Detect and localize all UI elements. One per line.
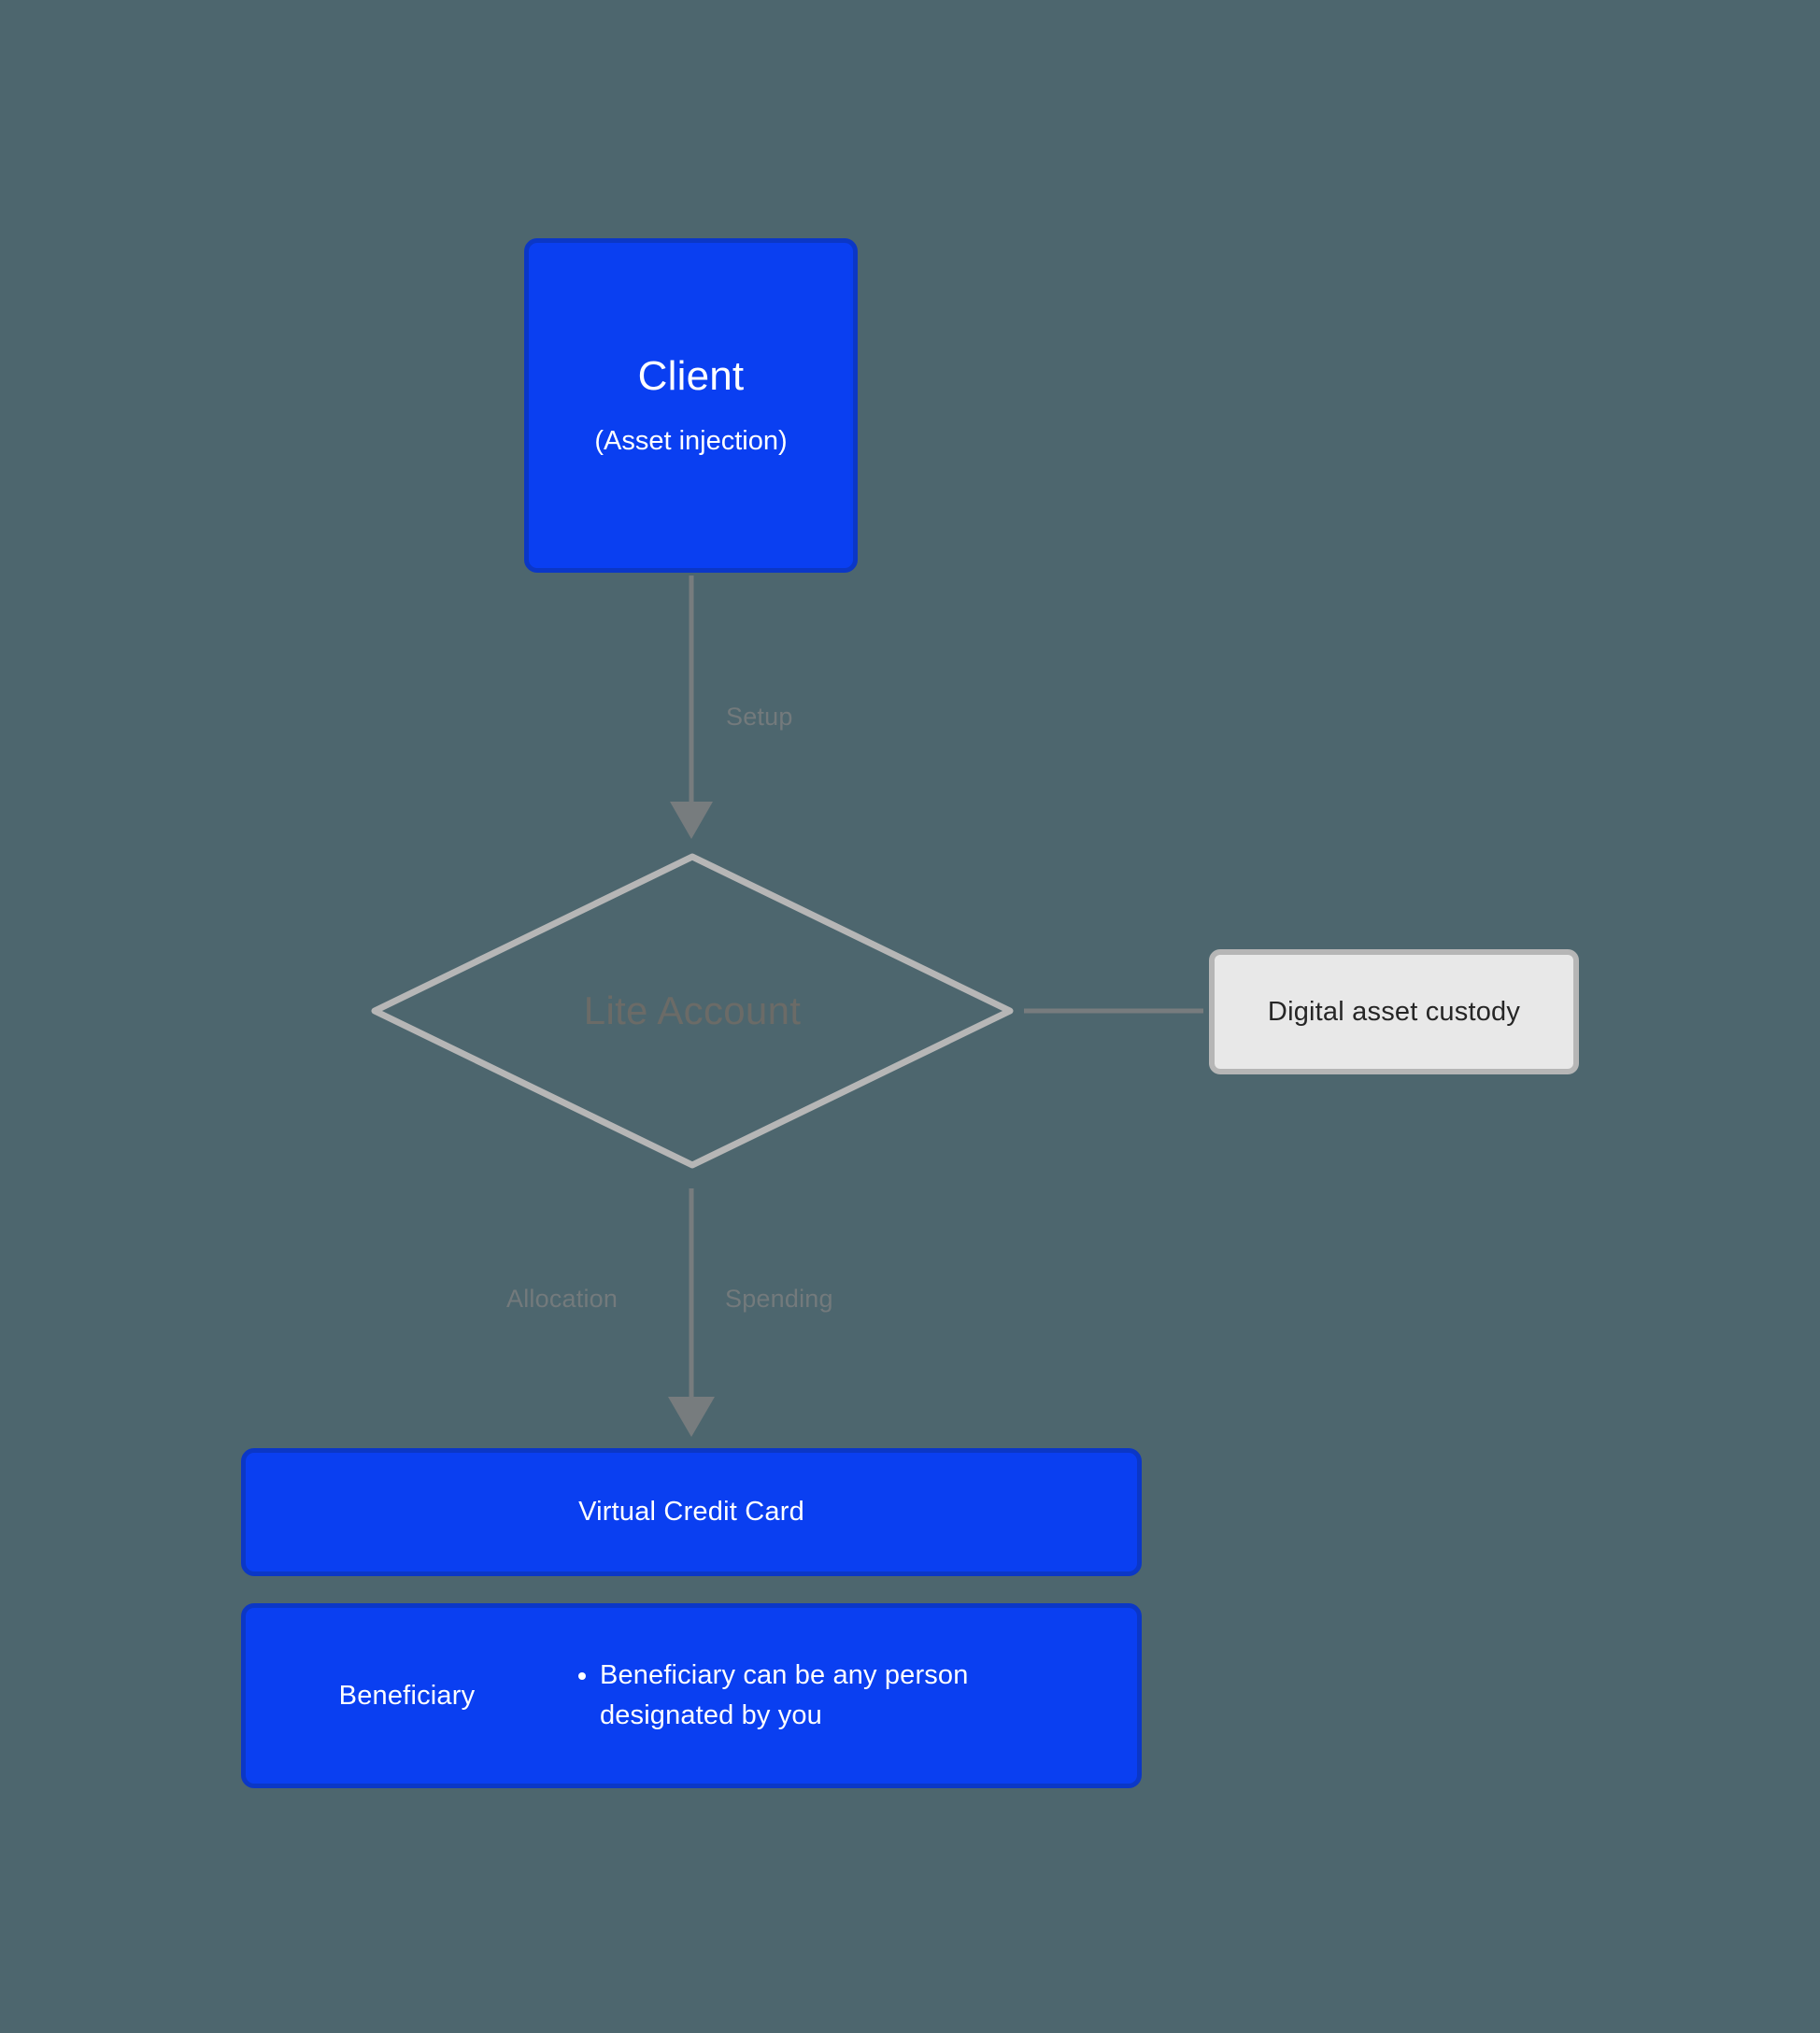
node-client-subtitle: (Asset injection) — [594, 425, 788, 456]
node-beneficiary-label: Beneficiary — [338, 1680, 476, 1711]
node-lite-account-label: Lite Account — [583, 988, 802, 1032]
node-virtual-credit-card-label: Virtual Credit Card — [578, 1497, 804, 1527]
edge-label-setup: Setup — [726, 703, 793, 731]
edge-label-spending: Spending — [725, 1285, 833, 1313]
edge-label-allocation: Allocation — [506, 1285, 619, 1313]
node-virtual-credit-card[interactable]: Virtual Credit Card — [241, 1448, 1142, 1576]
edge-client-to-lite-account — [670, 576, 713, 839]
node-digital-asset-custody[interactable]: Digital asset custody — [1209, 949, 1579, 1074]
node-beneficiary[interactable]: Beneficiary Beneficiary can be any perso… — [241, 1603, 1142, 1788]
node-client-title: Client — [637, 353, 745, 400]
list-item: Beneficiary can be any person designated… — [600, 1656, 1039, 1737]
diamond-shape — [371, 853, 1014, 1169]
edge-lite-account-to-virtual-credit-card — [668, 1188, 715, 1437]
node-client[interactable]: Client (Asset injection) — [524, 238, 858, 573]
node-lite-account[interactable]: Lite Account — [370, 852, 1015, 1170]
node-digital-asset-custody-label: Digital asset custody — [1267, 996, 1521, 1027]
node-beneficiary-bullet-list: Beneficiary can be any person designated… — [568, 1656, 1039, 1737]
